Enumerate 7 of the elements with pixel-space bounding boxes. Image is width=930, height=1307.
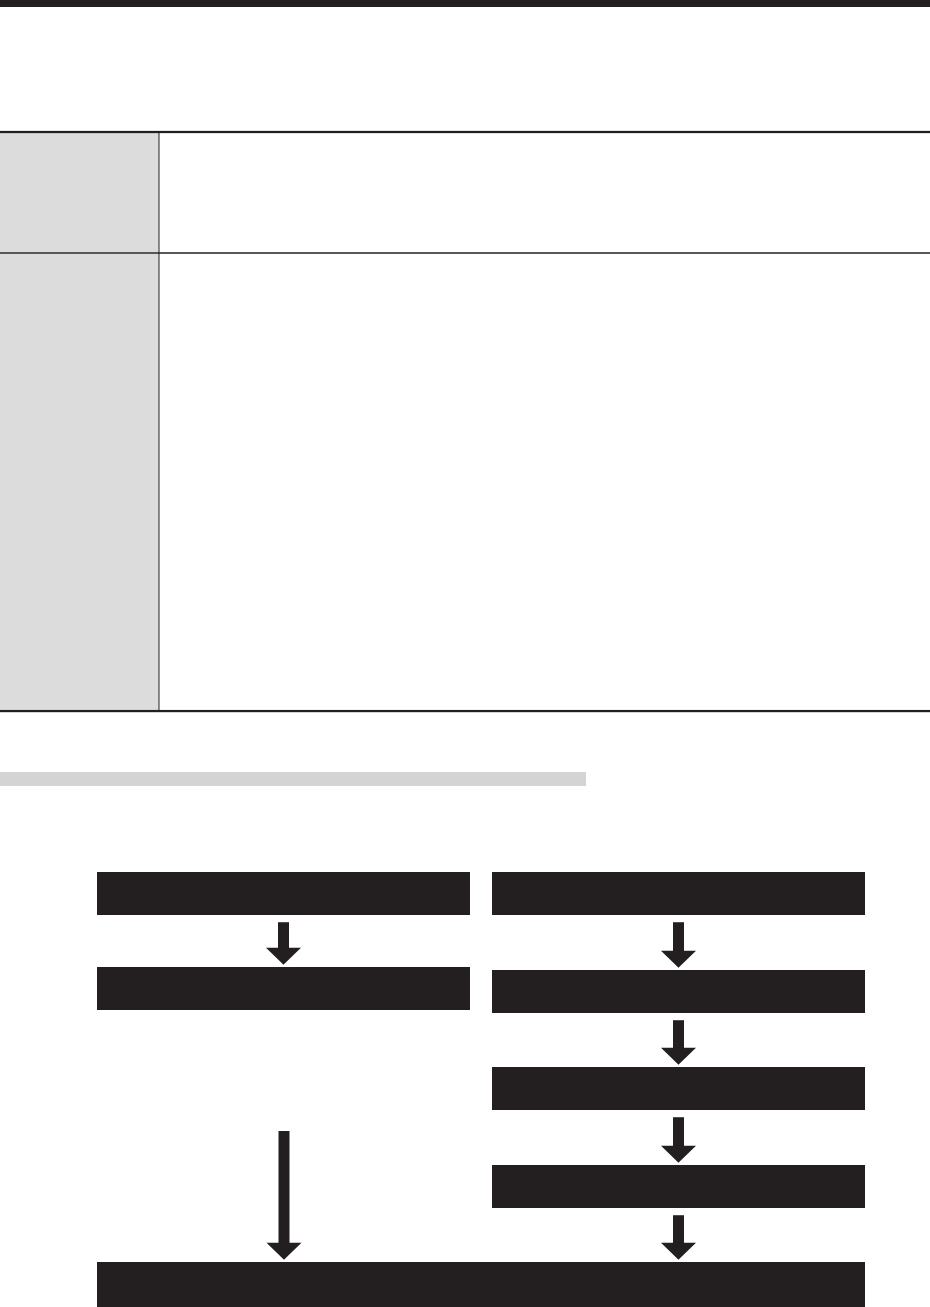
process-box — [97, 967, 470, 1010]
process-box — [492, 872, 865, 915]
process-box — [492, 970, 865, 1013]
process-box — [492, 1067, 865, 1110]
process-box — [97, 872, 470, 915]
process-box — [492, 1165, 865, 1208]
process-box — [97, 1262, 865, 1307]
